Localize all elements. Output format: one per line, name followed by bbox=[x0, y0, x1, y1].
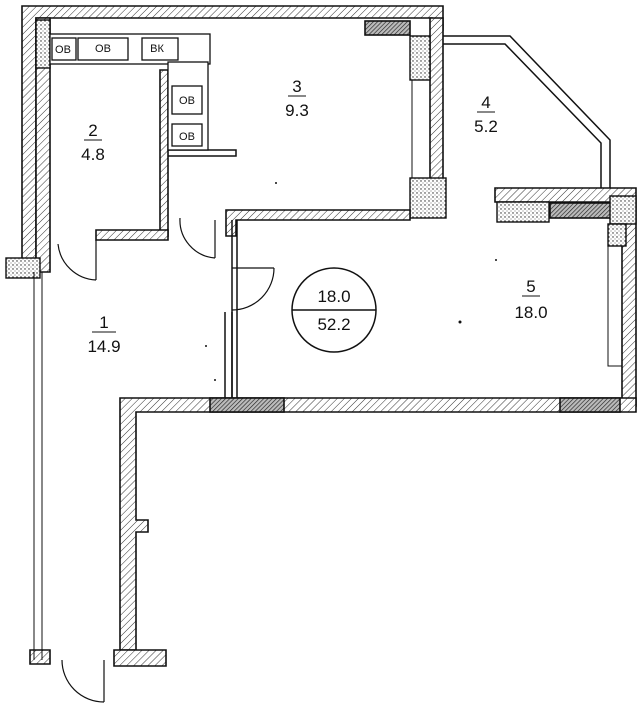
room-area: 14.9 bbox=[87, 337, 120, 356]
door-room-2 bbox=[57, 240, 97, 281]
speck bbox=[275, 182, 277, 184]
window-room-5-top bbox=[549, 202, 613, 219]
room-number: 1 bbox=[99, 313, 108, 332]
wall-column-room-5-top bbox=[496, 201, 550, 223]
shaft-vk bbox=[141, 37, 179, 61]
partition-room-2-right bbox=[159, 69, 169, 237]
shaft-label-2: ОВ bbox=[95, 43, 111, 55]
window-room-5-bottom-right bbox=[559, 397, 621, 413]
room-1-label: 1 14.9 bbox=[87, 313, 120, 356]
wall-entrance-left bbox=[29, 649, 51, 665]
shaft-label-5: ОВ bbox=[179, 131, 195, 143]
wall-column-left-lower bbox=[5, 257, 41, 279]
shaft-ov-3 bbox=[171, 85, 203, 115]
window-room-3-top bbox=[364, 20, 411, 36]
door-room-5 bbox=[231, 267, 275, 311]
window-room-5-bottom-left bbox=[209, 397, 285, 413]
wall-column-room-3-lower bbox=[409, 177, 447, 219]
speck bbox=[458, 320, 462, 324]
room-area: 4.8 bbox=[81, 145, 105, 164]
balcony-outline-inner bbox=[443, 43, 602, 188]
balcony-outline-outer bbox=[443, 35, 611, 188]
wall-column-room-5-corner bbox=[609, 195, 637, 225]
room-4-label: 4 5.2 bbox=[474, 93, 498, 136]
shaft-label-1: ОВ bbox=[55, 44, 71, 56]
partition-kitchen-niche bbox=[168, 149, 237, 157]
total-area-value: 52.2 bbox=[317, 315, 350, 334]
speck bbox=[214, 379, 216, 381]
partition-room-2-bottom bbox=[95, 229, 169, 241]
room-number: 2 bbox=[88, 121, 97, 140]
speck bbox=[495, 259, 497, 261]
room-area: 5.2 bbox=[474, 117, 498, 136]
living-area-value: 18.0 bbox=[317, 287, 350, 306]
wall-column-room-3 bbox=[409, 35, 431, 81]
shaft-block bbox=[49, 33, 211, 65]
wall-entrance-right bbox=[113, 649, 167, 667]
speck bbox=[205, 345, 207, 347]
shaft-ov-4 bbox=[171, 123, 203, 147]
shaft-ov-2 bbox=[77, 37, 129, 61]
window-room-3-side bbox=[411, 79, 431, 179]
room-5-label: 5 18.0 bbox=[514, 277, 547, 322]
wall-column-room-5-right bbox=[607, 223, 627, 247]
wall-column-top-left bbox=[35, 19, 51, 69]
wall-room-5-bottom bbox=[119, 397, 637, 651]
room-2-label: 2 4.8 bbox=[81, 121, 105, 164]
room-3-label: 3 9.3 bbox=[285, 77, 309, 120]
room-area: 9.3 bbox=[285, 101, 309, 120]
wall-hallway-left bbox=[33, 272, 43, 660]
area-totals-badge: 18.0 52.2 bbox=[291, 267, 377, 353]
room-number: 4 bbox=[481, 93, 490, 112]
partition-hallway-stub bbox=[224, 312, 233, 398]
shaft-label-4: ОВ bbox=[179, 95, 195, 107]
exterior-wall-left-upper bbox=[35, 17, 51, 273]
room-area: 18.0 bbox=[514, 303, 547, 322]
door-room-3 bbox=[179, 217, 216, 259]
shaft-label-3: ВК bbox=[150, 43, 164, 55]
shaft-ov-1 bbox=[51, 37, 77, 61]
room-number: 5 bbox=[526, 277, 535, 296]
window-room-5-side bbox=[607, 245, 623, 367]
wall-room-3-right bbox=[429, 17, 444, 197]
room-number: 3 bbox=[292, 77, 301, 96]
door-entrance bbox=[61, 659, 105, 703]
partition-room-3-bottom bbox=[225, 209, 411, 237]
